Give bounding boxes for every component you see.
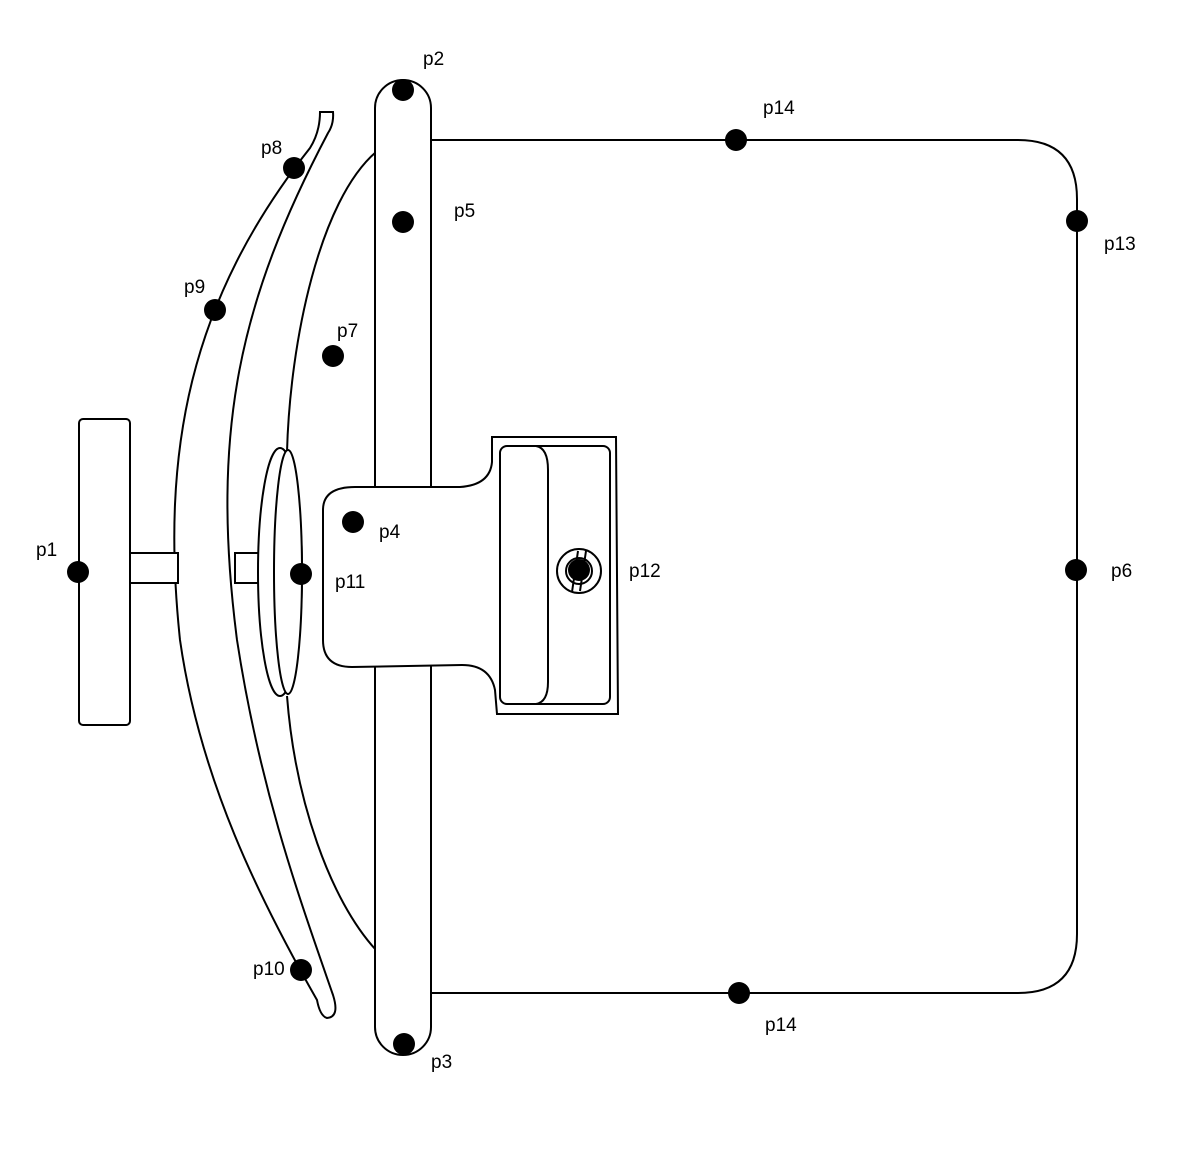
- point-p5: p5: [392, 201, 475, 233]
- label-p9: p9: [184, 277, 205, 298]
- point-p7: p7: [322, 321, 358, 367]
- point-p13: p13: [1066, 210, 1136, 255]
- point-p4: p4: [342, 511, 401, 543]
- point-p6: p6: [1065, 559, 1132, 582]
- label-p11: p11: [335, 572, 365, 593]
- mount-inner-divider: [535, 445, 549, 705]
- label-p14-top: p14: [763, 98, 795, 119]
- point-p10: p10: [253, 959, 312, 981]
- label-p7: p7: [337, 321, 358, 342]
- connecting-rod: [129, 552, 179, 584]
- point-p8: p8: [261, 138, 305, 179]
- point-p12: p12: [568, 559, 661, 582]
- point-p11: p11: [290, 563, 365, 593]
- curved-shield: [173, 111, 337, 1020]
- label-p10: p10: [253, 959, 285, 980]
- main-body-outline: [419, 139, 1078, 994]
- point-p14-top: p14: [725, 98, 795, 151]
- point-p2: p2: [392, 49, 444, 101]
- label-p1: p1: [36, 540, 57, 561]
- label-p14-bottom: p14: [765, 1015, 797, 1036]
- label-p2: p2: [423, 49, 444, 70]
- label-p4: p4: [379, 522, 401, 543]
- point-p1: p1: [36, 540, 89, 583]
- label-p6: p6: [1111, 561, 1132, 582]
- inner-arc: [286, 151, 377, 951]
- label-p12: p12: [629, 561, 661, 582]
- point-p3: p3: [393, 1033, 452, 1073]
- point-p14-bottom: p14: [728, 982, 797, 1036]
- label-p8: p8: [261, 138, 282, 159]
- label-p5: p5: [454, 201, 475, 222]
- mount-inner-plate: [499, 445, 611, 705]
- label-p13: p13: [1104, 234, 1136, 255]
- label-p3: p3: [431, 1052, 452, 1073]
- point-p9: p9: [184, 277, 226, 321]
